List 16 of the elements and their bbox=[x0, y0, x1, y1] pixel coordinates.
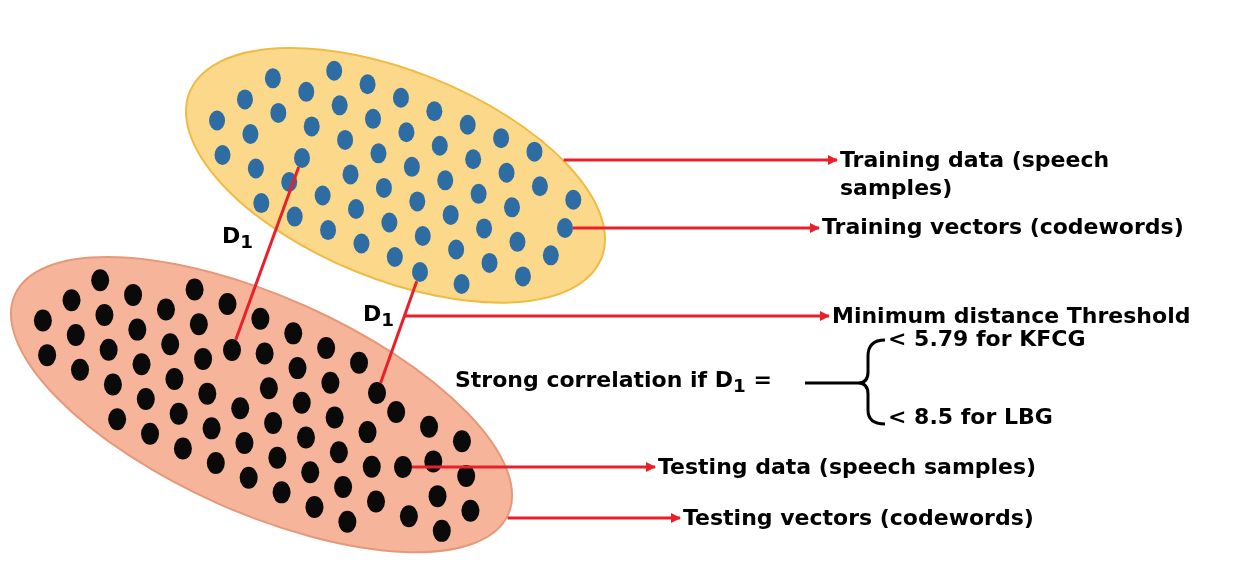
callout-text: Training data (speech samples) bbox=[840, 146, 1170, 202]
note-text: Strong correlation if D$_{1}$ = bbox=[455, 366, 772, 399]
edge-label: D$_{1}$ bbox=[222, 222, 254, 255]
distance-line bbox=[234, 166, 301, 341]
arrow bbox=[563, 155, 838, 165]
arrow bbox=[507, 513, 681, 523]
distance-line bbox=[379, 280, 419, 384]
cluster-ellipse bbox=[185, 47, 605, 303]
callout-text: Training vectors (codewords) bbox=[822, 213, 1184, 241]
arrow bbox=[412, 462, 656, 472]
edge-label: D$_{1}$ bbox=[363, 300, 395, 333]
arrow bbox=[573, 223, 820, 233]
arrow bbox=[404, 311, 830, 321]
callout-text: Testing vectors (codewords) bbox=[683, 504, 1034, 532]
callout-text: Testing data (speech samples) bbox=[658, 453, 1037, 481]
note-text: < 8.5 for LBG bbox=[888, 403, 1053, 431]
